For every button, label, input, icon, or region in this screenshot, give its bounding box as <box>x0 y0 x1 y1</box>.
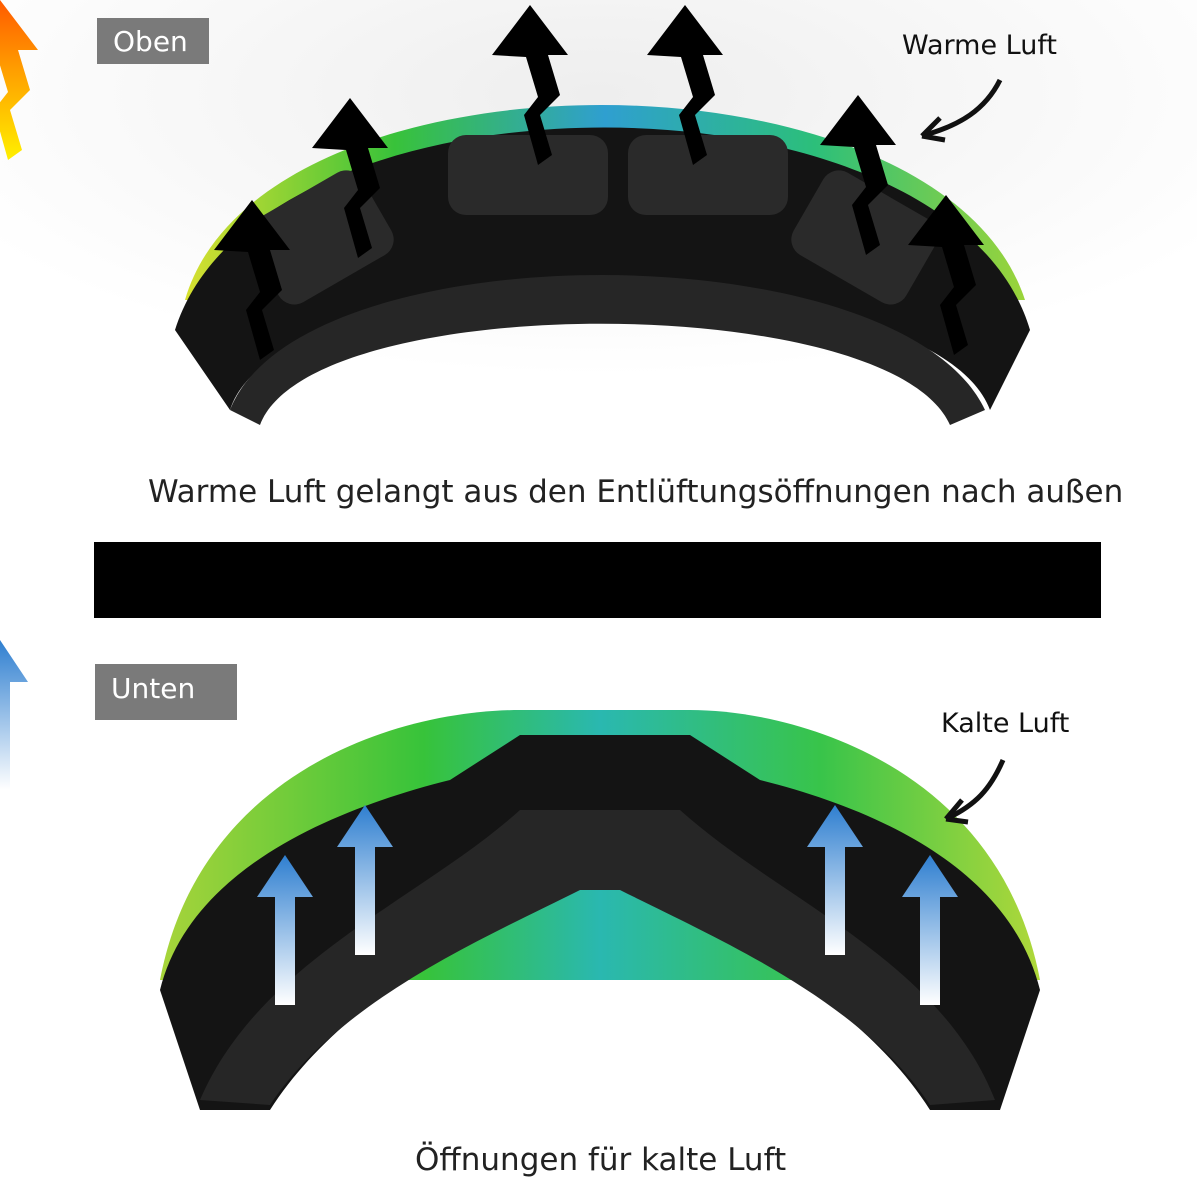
curved-pointer-arrow-icon <box>920 116 946 143</box>
curved-pointer-arrow-icon <box>924 78 1003 138</box>
top-view-panel: Oben Warme Luft Warme Luft gelangt aus d… <box>0 0 1197 530</box>
flame-arrow-icon <box>0 0 38 160</box>
goggle-top-view-illustration <box>0 0 1197 470</box>
lens-arc <box>185 105 1025 300</box>
top-view-tag: Oben <box>97 18 209 64</box>
top-caption: Warme Luft gelangt aus den Entlüftungsöf… <box>148 474 1124 510</box>
goggle-bottom-view-illustration <box>0 640 1197 1137</box>
warm-air-label: Warme Luft <box>902 30 1057 61</box>
curved-pointer-arrow-icon <box>944 798 969 825</box>
cold-air-label: Kalte Luft <box>941 708 1070 739</box>
foam-band <box>230 275 985 425</box>
foam-band <box>200 810 995 1105</box>
bottom-caption: Öffnungen für kalte Luft <box>415 1142 787 1178</box>
divider-bar <box>94 542 1101 618</box>
blue-up-arrow-icon <box>0 640 28 790</box>
bottom-view-tag: Unten <box>95 664 237 720</box>
curved-pointer-arrow-icon <box>946 759 1006 821</box>
